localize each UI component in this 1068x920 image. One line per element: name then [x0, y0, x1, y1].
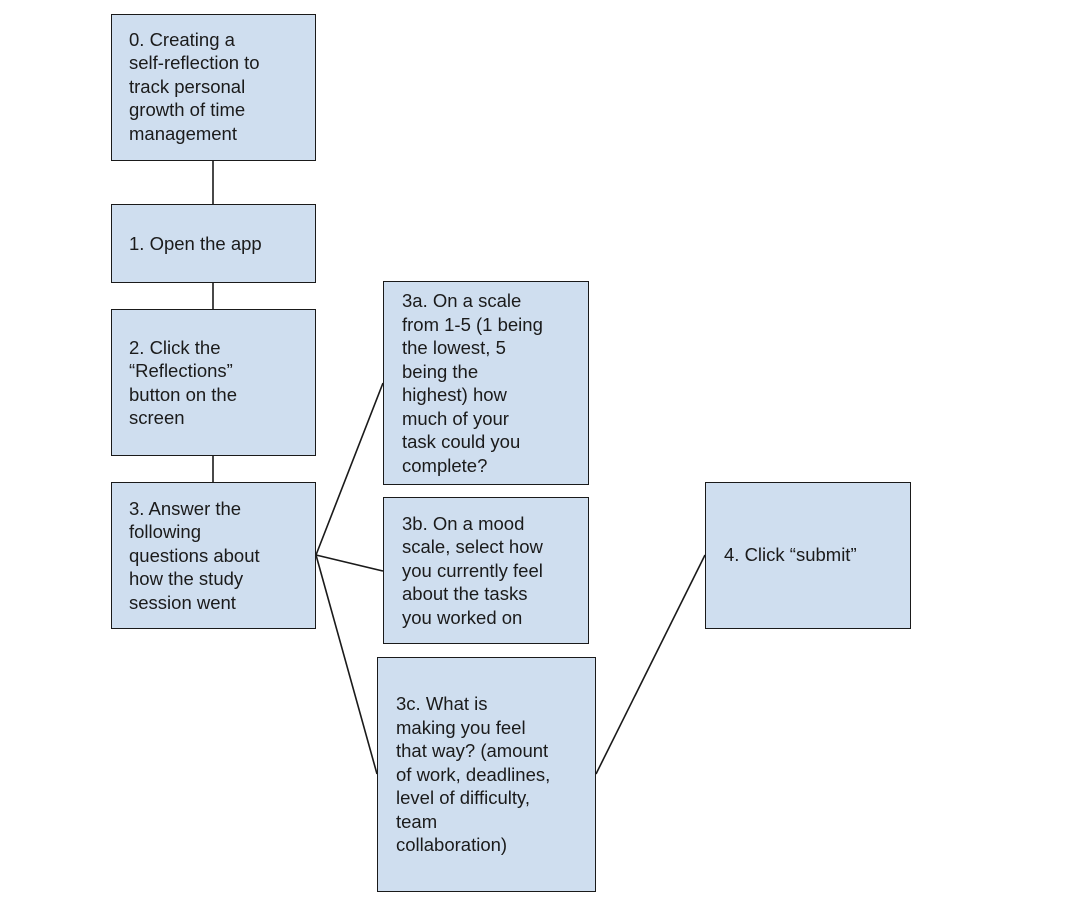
step-3c-box: 3c. What is making you feel that way? (a… [377, 657, 596, 892]
step-3b-label: 3b. On a mood scale, select how you curr… [402, 512, 543, 628]
step-3a-label: 3a. On a scale from 1-5 (1 being the low… [402, 290, 543, 476]
step-1-label: 1. Open the app [129, 232, 262, 254]
step-0-box: 0. Creating a self-reflection to track p… [111, 14, 316, 161]
step-2-box: 2. Click the “Reflections” button on the… [111, 309, 316, 456]
connector-step-3c-to-step-4 [595, 554, 706, 775]
connector-step-3-to-step-3c [315, 554, 378, 775]
step-3-label: 3. Answer the following questions about … [129, 497, 260, 613]
connector-step-3-to-step-3a [315, 382, 384, 556]
step-2-label: 2. Click the “Reflections” button on the… [129, 336, 238, 429]
connector-step-3-to-step-3b [315, 554, 384, 572]
step-3c-label: 3c. What is making you feel that way? (a… [396, 693, 551, 856]
step-3a-box: 3a. On a scale from 1-5 (1 being the low… [383, 281, 589, 485]
step-4-box: 4. Click “submit” [705, 482, 911, 629]
step-3-box: 3. Answer the following questions about … [111, 482, 316, 629]
step-3b-box: 3b. On a mood scale, select how you curr… [383, 497, 589, 644]
step-0-label: 0. Creating a self-reflection to track p… [129, 28, 260, 144]
step-1-box: 1. Open the app [111, 204, 316, 283]
step-4-label: 4. Click “submit” [724, 543, 857, 565]
